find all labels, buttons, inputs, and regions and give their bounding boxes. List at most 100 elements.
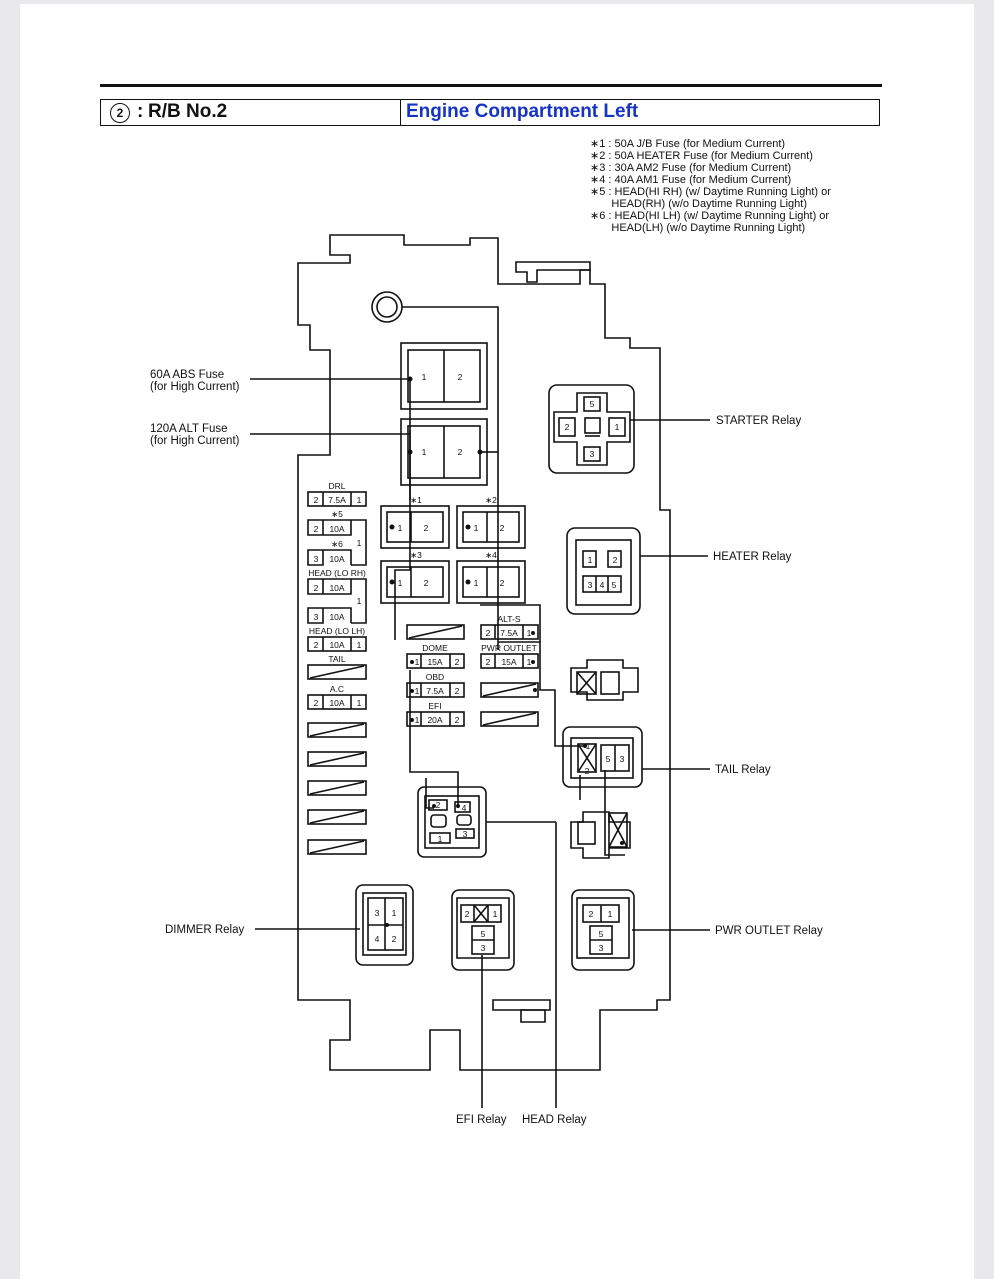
pin-label: 3 (314, 612, 319, 622)
title-bar: 2 : R/B No.2 Engine Compartment Left (100, 99, 880, 126)
pin-label: 1 (415, 657, 420, 667)
pin-label: 1 (415, 715, 420, 725)
pin-label: 1 (392, 908, 397, 918)
pin-label: 5 (590, 399, 595, 409)
head-lo-rh-rating: 10A (329, 583, 344, 593)
fuse-ac (307, 694, 367, 710)
star3-label: ∗3 (410, 550, 422, 560)
pin-label: 4 (600, 580, 605, 590)
pin-label: 3 (620, 754, 625, 764)
pin-label: 2 (486, 657, 491, 667)
footnotes: ∗1 : 50A J/B Fuse (for Medium Current) ∗… (590, 138, 831, 234)
fuse-star1-outer (380, 505, 450, 549)
fuse-head-lo-lh (307, 636, 367, 652)
efi-fuse-label: EFI (428, 701, 441, 711)
note-3: ∗3 : 30A AM2 Fuse (for Medium Current) (590, 162, 792, 174)
pin-label: 1 (357, 596, 362, 606)
pin-label: 2 (455, 657, 460, 667)
pin-label: 2 (314, 495, 319, 505)
pin-label: 2 (424, 523, 429, 533)
pin-label: 2 (455, 715, 460, 725)
alt-s-rating: 7.5A (500, 628, 518, 638)
pin-label: 1 (357, 538, 362, 548)
wire (409, 670, 459, 808)
pin-label: 3 (481, 943, 486, 953)
starter-relay-label: STARTER Relay (716, 415, 801, 427)
star6-rating: 10A (329, 554, 344, 564)
bottom-tab-shape (492, 999, 551, 1011)
pin-label: 1 (398, 523, 403, 533)
heater-relay-label: HEATER Relay (713, 551, 792, 563)
spare-slot (307, 809, 367, 825)
star6-label: ∗6 (331, 539, 343, 549)
fuse-star4-outer (456, 560, 526, 604)
pin-label: 1 (398, 578, 403, 588)
head-relay-label: HEAD Relay (522, 1114, 587, 1126)
pin-label: 3 (314, 554, 319, 564)
pin-label: 2 (585, 766, 590, 776)
pin-label: 1 (357, 495, 362, 505)
obd-label: OBD (426, 672, 444, 682)
relay-connector-lower (570, 811, 631, 859)
ac-rating: 10A (329, 698, 344, 708)
wire (604, 770, 625, 856)
pwr-outlet-relay-label: PWR OUTLET Relay (715, 925, 823, 937)
fuse-pwr-outlet (480, 653, 539, 669)
tail-relay-housing (562, 726, 643, 788)
pwr-outlet-fuse-label: PWR OUTLET (481, 643, 537, 653)
head-lo-rh-rating-2: 10A (329, 612, 344, 622)
alt-s-label: ALT-S (498, 614, 521, 624)
pin-label: 2 (486, 628, 491, 638)
star5-label: ∗5 (331, 509, 343, 519)
note-5-cont: HEAD(RH) (w/o Daytime Running Light) (590, 198, 808, 210)
pin-label: 5 (599, 929, 604, 939)
pin-label: 2 (314, 640, 319, 650)
pin-label: 5 (481, 929, 486, 939)
spare-slot (480, 711, 539, 727)
circled-number: 2 (110, 103, 130, 123)
block-name: R/B No.2 (148, 101, 228, 122)
wire (402, 306, 499, 650)
pin-label: 2 (465, 909, 470, 919)
pin-label: 3 (375, 908, 380, 918)
mounting-bolt-inner-icon (376, 296, 398, 318)
fuse-alt-s (480, 624, 539, 640)
pin-label: 1 (422, 447, 427, 457)
title-separator: : (137, 101, 144, 122)
drl-label: DRL (328, 481, 345, 491)
top-tab-shape (515, 261, 591, 283)
alt-fuse-label: 120A ALT Fuse (150, 423, 228, 435)
pin-label: 1 (438, 834, 443, 844)
dimmer-relay-housing (355, 884, 414, 966)
note-6-cont: HEAD(LH) (w/o Daytime Running Light) (590, 222, 806, 234)
spare-slot (406, 624, 465, 640)
wire (480, 604, 585, 747)
pin-label: 2 (314, 698, 319, 708)
housing-outline (297, 234, 671, 1071)
pin-label: 2 (455, 686, 460, 696)
pin-label: 1 (586, 741, 591, 751)
location-title: Engine Compartment Left (406, 101, 639, 122)
tail-fuse-label: TAIL (328, 654, 346, 664)
pin-label: 1 (422, 372, 427, 382)
starter-relay-housing (548, 384, 635, 474)
efi-relay-label: EFI Relay (456, 1114, 507, 1126)
fuse-star3-outer (380, 560, 450, 604)
ac-label: A.C (330, 684, 344, 694)
pin-label: 1 (615, 422, 620, 432)
pin-label: 3 (590, 449, 595, 459)
dome-rating: 15A (427, 657, 442, 667)
pin-label: 3 (588, 580, 593, 590)
head-lo-lh-label: HEAD (LO LH) (309, 626, 365, 636)
fuse-head-lo-rh (307, 578, 367, 624)
pin-label: 3 (599, 943, 604, 953)
pin-label: 1 (608, 909, 613, 919)
pin-label: 5 (612, 580, 617, 590)
note-2: ∗2 : 50A HEATER Fuse (for Medium Current… (590, 150, 813, 162)
head-lo-rh-label: HEAD (LO RH) (308, 568, 366, 578)
pwr-outlet-fuse-rating: 15A (501, 657, 516, 667)
note-4: ∗4 : 40A AM1 Fuse (for Medium Current) (590, 174, 792, 186)
document-page (20, 4, 974, 1279)
note-6: ∗6 : HEAD(HI LH) (w/ Daytime Running Lig… (590, 210, 830, 222)
pin-label: 2 (500, 523, 505, 533)
